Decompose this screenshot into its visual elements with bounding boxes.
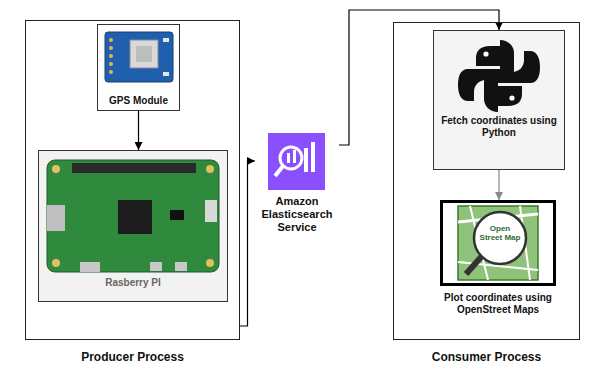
python-logo bbox=[484, 51, 540, 112]
elasticsearch-icon bbox=[311, 142, 315, 172]
device-box: GPS Module bbox=[97, 24, 180, 111]
heading-text: Consumer Process bbox=[393, 350, 580, 364]
gps-module-picture bbox=[109, 70, 113, 74]
gps-module-picture bbox=[105, 32, 173, 82]
python-logo bbox=[509, 95, 514, 100]
gps-module-picture bbox=[105, 32, 173, 82]
elasticsearch-icon bbox=[268, 133, 325, 190]
raspberry-pi-picture bbox=[205, 200, 217, 222]
device-box: Rasberry PI bbox=[38, 150, 228, 302]
raspberry-pi-picture bbox=[80, 262, 100, 272]
logo-text: Open Street Map bbox=[478, 224, 522, 242]
flow-arrow bbox=[498, 170, 499, 200]
raspberry-pi-picture bbox=[52, 165, 60, 173]
raspberry-pi-picture bbox=[206, 165, 214, 173]
gps-module-picture bbox=[136, 46, 152, 62]
process-box: Fetch coordinates using Python bbox=[433, 30, 565, 170]
openstreetmap-logo bbox=[474, 212, 526, 264]
raspberry-pi-picture bbox=[39, 151, 227, 301]
raspberry-pi-picture bbox=[52, 259, 60, 267]
raspberry-pi-picture bbox=[206, 259, 214, 267]
python-logo bbox=[434, 31, 564, 169]
elasticsearch-icon bbox=[268, 133, 325, 190]
flow-arrow bbox=[240, 161, 255, 326]
process-group: Fetch coordinates using PythonPlot coord… bbox=[393, 22, 580, 340]
python-logo bbox=[483, 51, 488, 56]
python-logo bbox=[434, 31, 564, 169]
gps-module-picture bbox=[163, 38, 169, 42]
raspberry-pi-picture bbox=[47, 205, 65, 231]
map-box: Plot coordinates using OpenStreet Maps bbox=[440, 200, 556, 286]
flow-arrow bbox=[138, 111, 139, 150]
service-node: Amazon Elasticsearch Service bbox=[255, 133, 339, 239]
elasticsearch-icon bbox=[293, 150, 296, 163]
gps-module-picture bbox=[109, 54, 113, 58]
raspberry-pi-picture bbox=[170, 210, 184, 220]
elasticsearch-icon bbox=[287, 153, 290, 163]
raspberry-pi-picture bbox=[118, 200, 152, 234]
raspberry-pi-picture bbox=[39, 151, 227, 301]
gps-module-picture bbox=[130, 40, 158, 68]
heading-text: Producer Process bbox=[25, 350, 240, 364]
gps-module-picture bbox=[163, 72, 169, 76]
raspberry-pi-picture bbox=[175, 262, 187, 271]
box-label: Rasberry PI bbox=[39, 277, 227, 289]
elasticsearch-icon bbox=[280, 147, 302, 169]
openstreetmap-logo bbox=[458, 206, 538, 280]
box-label: GPS Module bbox=[98, 95, 179, 107]
gps-module-picture bbox=[109, 62, 113, 66]
process-group: GPS ModuleRasberry PIProducer Process bbox=[25, 20, 240, 340]
box-label: Fetch coordinates using Python bbox=[434, 115, 564, 139]
elasticsearch-icon bbox=[275, 166, 283, 176]
gps-module-picture bbox=[109, 46, 113, 50]
openstreetmap-logo bbox=[466, 256, 482, 274]
raspberry-pi-picture bbox=[72, 163, 196, 173]
box-label: Amazon Elasticsearch Service bbox=[255, 195, 339, 234]
raspberry-pi-picture bbox=[150, 262, 162, 271]
gps-module-picture bbox=[109, 38, 113, 42]
heading-text: Plot coordinates using OpenStreet Maps bbox=[420, 292, 576, 316]
openstreetmap-logo bbox=[458, 206, 538, 280]
raspberry-pi-picture bbox=[47, 160, 219, 272]
elasticsearch-icon bbox=[304, 148, 308, 172]
